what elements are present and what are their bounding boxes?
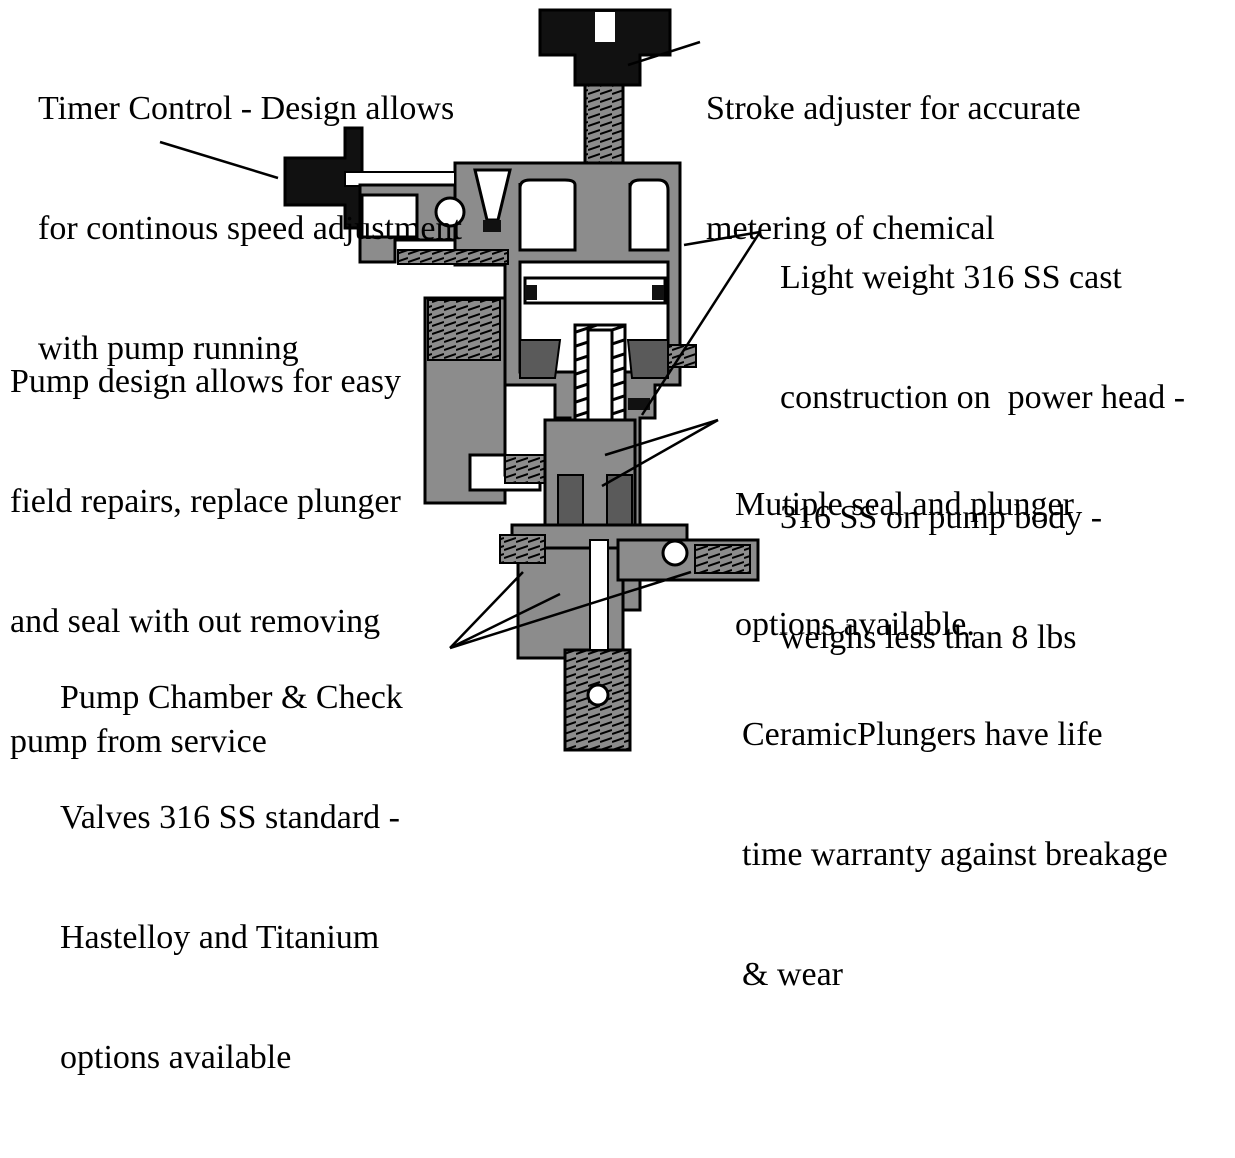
pump-cross-section: [159, 8, 762, 752]
pump-diagram: Timer Control - Design allows for contin…: [10, 8, 1185, 1076]
stroke-adjuster-knob: [538, 8, 672, 87]
timer-control-callout: Timer Control - Design allows for contin…: [38, 9, 462, 449]
leader-lines: [159, 40, 762, 650]
multiple-seal-line-1: Mutiple seal and plunger: [735, 486, 1074, 523]
stroke-adjuster-line-1: Stroke adjuster for accurate: [706, 90, 1081, 127]
pump-chamber-callout: Pump Chamber & Check Valves 316 SS stand…: [60, 598, 403, 1158]
light-weight-line-2: construction on power head -: [780, 379, 1186, 416]
timer-control-line-3: with pump running: [38, 330, 299, 367]
pump-chamber-line-1: Pump Chamber & Check: [60, 679, 403, 716]
light-weight-line-4: weighs less than 8 lbs: [780, 619, 1077, 656]
pump-chamber-line-4: options available: [60, 1039, 292, 1076]
pump-design-line-3: and seal with out removing: [10, 603, 381, 640]
pump-design-line-2: field repairs, replace plunger: [10, 483, 401, 520]
pump-chamber-line-3: Hastelloy and Titanium: [60, 919, 380, 956]
timer-control-assembly: [283, 126, 512, 265]
pump-design-callout: Pump design allows for easy field repair…: [10, 282, 401, 842]
power-head-housing: [453, 161, 697, 612]
left-port-fitting: [423, 296, 581, 505]
pump-body: [499, 418, 760, 752]
light-weight-callout: Light weight 316 SS cast construction on…: [780, 178, 1185, 738]
multiple-seal-callout: Mutiple seal and plunger options availab…: [735, 405, 1074, 725]
light-weight-line-3: 316 SS on pump body -: [780, 499, 1103, 536]
timer-control-line-1: Timer Control - Design allows: [38, 90, 455, 127]
stroke-adjuster-callout: Stroke adjuster for accurate metering of…: [706, 9, 1081, 329]
pump-design-line-1: Pump design allows for easy: [10, 363, 401, 400]
pump-chamber-line-2: Valves 316 SS standard -: [60, 799, 400, 836]
pump-design-line-4: pump from service: [10, 723, 267, 760]
stroke-adjuster-line-2: metering of chemical: [706, 210, 995, 247]
light-weight-line-1: Light weight 316 SS cast: [780, 259, 1122, 296]
timer-control-line-2: for continous speed adjustment: [38, 210, 462, 247]
ceramic-plungers-line-2: time warranty against breakage: [742, 836, 1168, 873]
multiple-seal-line-2: options available.: [735, 606, 975, 643]
ceramic-plungers-callout: CeramicPlungers have life time warranty …: [742, 635, 1168, 1075]
ceramic-plungers-line-3: & wear: [742, 956, 844, 993]
ceramic-plungers-line-1: CeramicPlungers have life: [742, 716, 1103, 753]
